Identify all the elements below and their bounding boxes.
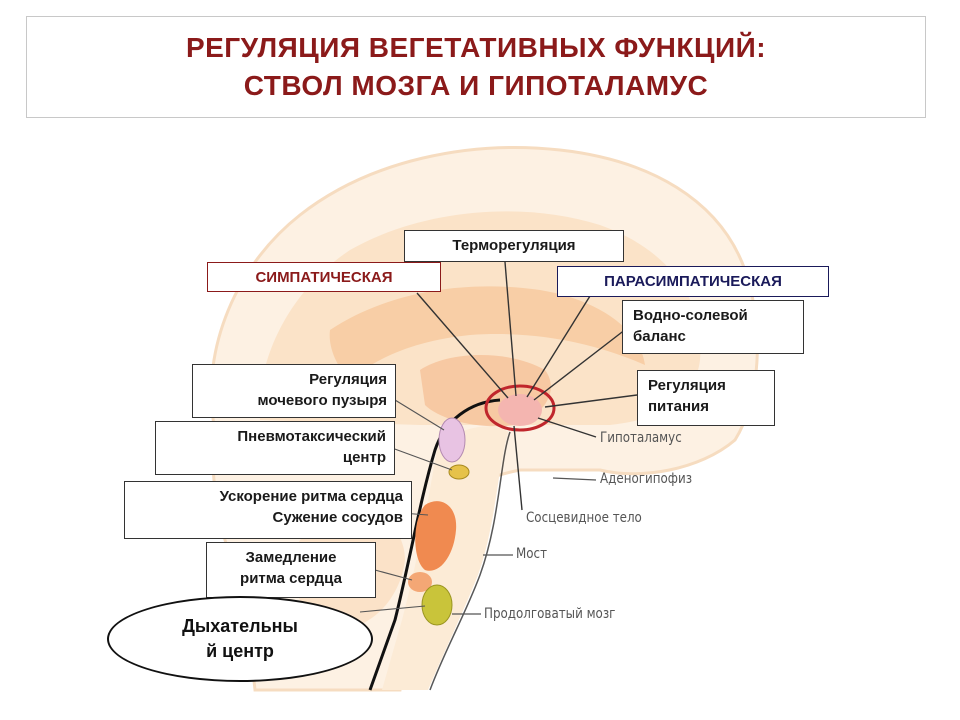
sympathetic-label: СИМПАТИЧЕСКАЯ <box>207 262 441 292</box>
respiratory-line-2: й центр <box>206 641 274 661</box>
feeding-line-1: Регуляция <box>648 377 726 394</box>
hypothalamus-highlight-ring <box>484 384 556 432</box>
bladder-line-2: мочевого пузыря <box>257 392 388 409</box>
heart-acceleration-label: Ускорение ритма сердца Сужение сосудов <box>124 481 412 539</box>
brainstem-inner-outline <box>429 431 511 691</box>
mammillary-body-anatomy-label: Сосцевидное тело <box>526 510 642 526</box>
slowing-line-2: ритма сердца <box>240 570 342 587</box>
respiratory-nucleus <box>421 584 453 626</box>
water-salt-line-1: Водно-солевой <box>633 307 748 324</box>
cardio-inhibitory-nucleus <box>408 572 432 592</box>
pneumotaxic-center-label: Пневмотаксический центр <box>155 421 395 475</box>
hypothalamus-anatomy-label: Гипоталамус <box>600 430 682 446</box>
parasympathetic-text: ПАРАСИМПАТИЧЕСКАЯ <box>604 273 782 290</box>
acceleration-line-2: Сужение сосудов <box>272 509 403 526</box>
feeding-line-2: питания <box>648 398 710 415</box>
slowing-line-1: Замедление <box>245 549 337 566</box>
brainstem-outline <box>368 398 501 691</box>
adenohypophysis-anatomy-label: Аденогипофиз <box>600 471 693 487</box>
bladder-regulation-label: Регуляция мочевого пузыря <box>192 364 396 418</box>
bladder-nucleus <box>438 417 466 463</box>
pons-anatomy-label: Мост <box>516 546 548 562</box>
title-box: РЕГУЛЯЦИЯ ВЕГЕТАТИВНЫХ ФУНКЦИЙ: СТВОЛ МО… <box>26 16 926 118</box>
corpus-callosum <box>329 286 645 380</box>
hypothalamus-nucleus <box>498 394 542 426</box>
water-salt-balance-label: Водно-солевой баланс <box>622 300 804 354</box>
bladder-line-1: Регуляция <box>309 371 387 388</box>
pneumotaxic-line-2: центр <box>342 449 386 466</box>
heart-slowing-label: Замедление ритма сердца <box>206 542 376 598</box>
thermoregulation-label: Терморегуляция <box>404 230 624 262</box>
thermoregulation-text: Терморегуляция <box>452 237 576 254</box>
cardio-accelerator-nucleus <box>415 501 457 571</box>
title-line-1: РЕГУЛЯЦИЯ ВЕГЕТАТИВНЫХ ФУНКЦИЙ: <box>185 32 767 63</box>
medulla-anatomy-label: Продолговатый мозг <box>484 606 616 622</box>
acceleration-line-1: Ускорение ритма сердца <box>219 488 403 505</box>
title-line-2: СТВОЛ МОЗГА И ГИПОТАЛАМУС <box>243 70 709 101</box>
pneumotaxic-line-1: Пневмотаксический <box>237 428 386 445</box>
respiratory-center-label: Дыхательны й центр <box>107 596 373 682</box>
water-salt-line-2: баланс <box>633 328 686 345</box>
pneumotaxic-nucleus <box>448 464 470 480</box>
feeding-regulation-label: Регуляция питания <box>637 370 775 426</box>
parasympathetic-label: ПАРАСИМПАТИЧЕСКАЯ <box>557 266 829 297</box>
hypothalamus-leader-lines <box>416 261 638 511</box>
anatomy-leader-lines <box>452 477 597 615</box>
sympathetic-text: СИМПАТИЧЕСКАЯ <box>255 269 393 286</box>
respiratory-line-1: Дыхательны <box>182 616 298 636</box>
